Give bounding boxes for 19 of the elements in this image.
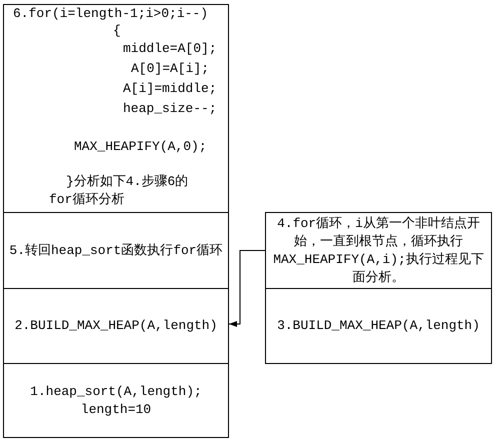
step-text: 3.BUILD_MAX_HEAP(A,length) xyxy=(277,317,480,335)
code-line: 6.for(i=length-1;i>0;i--) xyxy=(13,6,208,22)
step-box xyxy=(3,363,229,438)
note-text: }分析如下4.步骤6的for循环分析 xyxy=(49,173,190,209)
arrow xyxy=(228,250,266,327)
step-text: 4.for循环，i从第一个非叶结点开始，一直到根节点，循环执行MAX_HEAPIFY(A,i);执行过程见下面分析。 xyxy=(272,214,485,286)
step-box xyxy=(3,212,229,289)
code-line: middle=A[0]; xyxy=(123,41,217,57)
step-box xyxy=(265,288,492,364)
code-line: { xyxy=(113,23,121,39)
code-line: A[0]=A[i]; xyxy=(131,61,210,77)
step-text: 5.转回heap_sort函数执行for循环 xyxy=(9,242,223,260)
step-text: 2.BUILD_MAX_HEAP(A,length) xyxy=(14,317,218,335)
step-text: 1.heap_sort(A,length); length=10 xyxy=(29,382,203,418)
code-line: MAX_HEAPIFY(A,0); xyxy=(74,139,207,155)
step-box xyxy=(3,4,229,213)
step-box xyxy=(3,288,229,364)
code-line: heap_size--; xyxy=(123,101,217,117)
code-line: A[i]=middle; xyxy=(123,81,217,97)
